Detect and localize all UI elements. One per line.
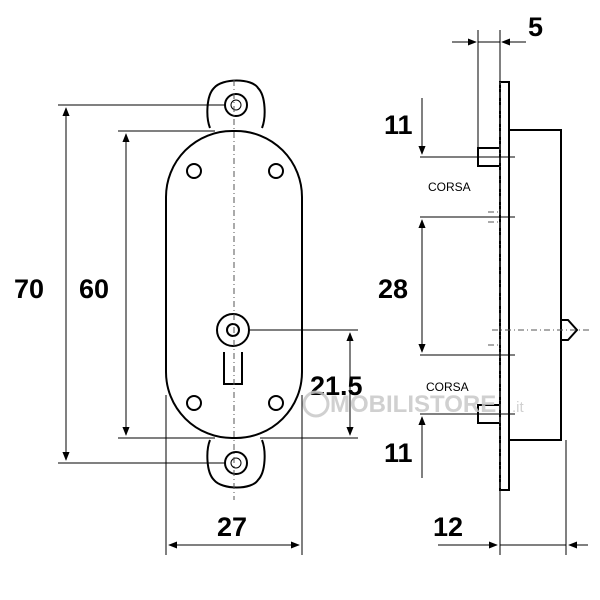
screw-hole-icon [224,93,248,117]
side-lock-body [508,129,562,441]
dim-side-thickness: 5 [528,12,543,42]
dim-side-depth: 12 [433,512,463,542]
label-stroke-top: CORSA [428,180,471,194]
side-view [477,40,590,500]
screw-hole-icon [224,451,248,475]
screw-hole-icon [268,163,284,179]
dim-keyhole-offset: 21.5 [310,371,363,401]
watermark-text: MOBILISTORE [330,391,496,418]
watermark: MOBILISTORE .it [302,390,525,418]
label-stroke-bottom: CORSA [426,380,469,394]
screw-hole-icon [230,457,242,469]
screw-hole-icon [230,99,242,111]
front-view [165,79,303,500]
screw-hole-icon [268,395,284,411]
dim-side-bottom-gap: 11 [384,438,413,468]
dim-side-bolt-spacing: 28 [378,274,408,304]
screw-hole-icon [186,395,202,411]
dim-overall-height: 70 [14,274,44,304]
side-plate [499,81,510,491]
lock-plate [165,130,303,439]
keyhole-icon [216,313,250,385]
watermark-logo-icon [302,390,330,418]
bottom-mounting-lug [206,439,266,489]
dim-plate-width: 27 [217,512,247,542]
dim-side-top-gap: 11 [384,110,413,140]
side-spindle [561,319,579,341]
top-mounting-lug [206,79,266,129]
watermark-suffix: .it [512,399,525,416]
side-dimensions: 5 11 CORSA 28 CORSA 11 12 [378,12,588,555]
front-dimensions: 70 60 21.5 27 [14,104,363,555]
screw-hole-icon [186,163,202,179]
dim-plate-height: 60 [79,274,109,304]
